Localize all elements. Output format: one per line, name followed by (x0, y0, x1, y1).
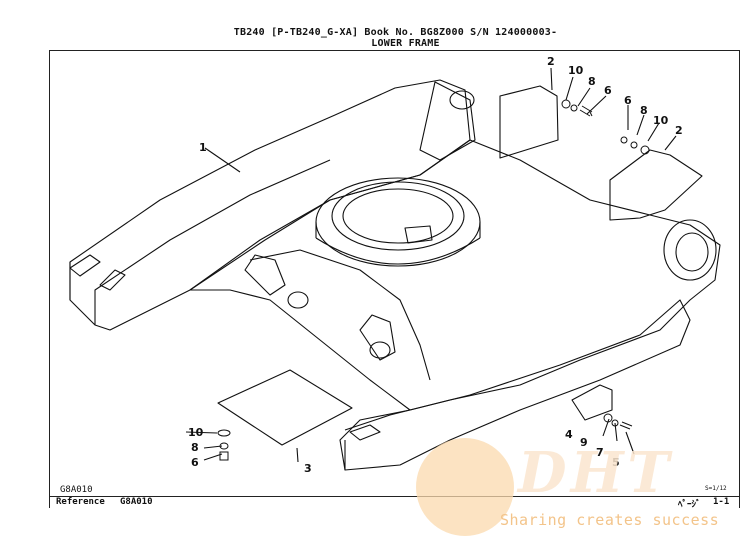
watermark-logo-circle (416, 438, 514, 536)
callout-10-upper: 10 (568, 64, 584, 77)
hardware-parts (217, 99, 650, 461)
callout-1: 1 (199, 141, 207, 154)
lower-frame-drawing (69, 67, 721, 471)
callout-6-upper: 6 (604, 84, 612, 97)
frame-border-top (49, 50, 740, 51)
callout-10-lower: 10 (188, 426, 204, 439)
page-scale: S=1/12 (705, 485, 727, 492)
watermark-slogan: Sharing creates success (500, 511, 720, 529)
callout-numbers: 1 2 10 8 6 6 8 10 2 3 10 8 6 4 9 7 5 (188, 55, 683, 475)
callout-6-lower: 6 (191, 456, 199, 469)
frame-border-bottom (49, 496, 740, 497)
callout-4: 4 (565, 428, 573, 441)
callout-8-lower: 8 (191, 441, 199, 454)
watermark-logo: DHT (518, 440, 674, 506)
frame-border-left (49, 50, 50, 508)
callout-8-right: 8 (640, 104, 648, 117)
callout-2-right: 2 (675, 124, 683, 137)
page-label: ﾍﾟｰｼﾞ (678, 500, 701, 510)
page-number: 1-1 (713, 497, 730, 507)
callout-7: 7 (596, 446, 604, 459)
callout-9: 9 (580, 436, 588, 449)
callout-3: 3 (304, 462, 312, 475)
callout-2-upper: 2 (547, 55, 555, 68)
figure-code: G8A010 (60, 485, 93, 495)
reference-value: G8A010 (120, 497, 153, 507)
callout-5: 5 (612, 456, 620, 469)
reference-label: Reference (56, 497, 105, 507)
callout-10-right: 10 (653, 114, 669, 127)
frame-border-right (739, 50, 740, 508)
header-title-line: TB240 [P-TB240_G-XA] Book No. BG8Z000 S/… (233, 27, 558, 38)
callout-6-right: 6 (624, 94, 632, 107)
callout-8-upper: 8 (588, 75, 596, 88)
header-section-name: LOWER FRAME (371, 38, 440, 49)
